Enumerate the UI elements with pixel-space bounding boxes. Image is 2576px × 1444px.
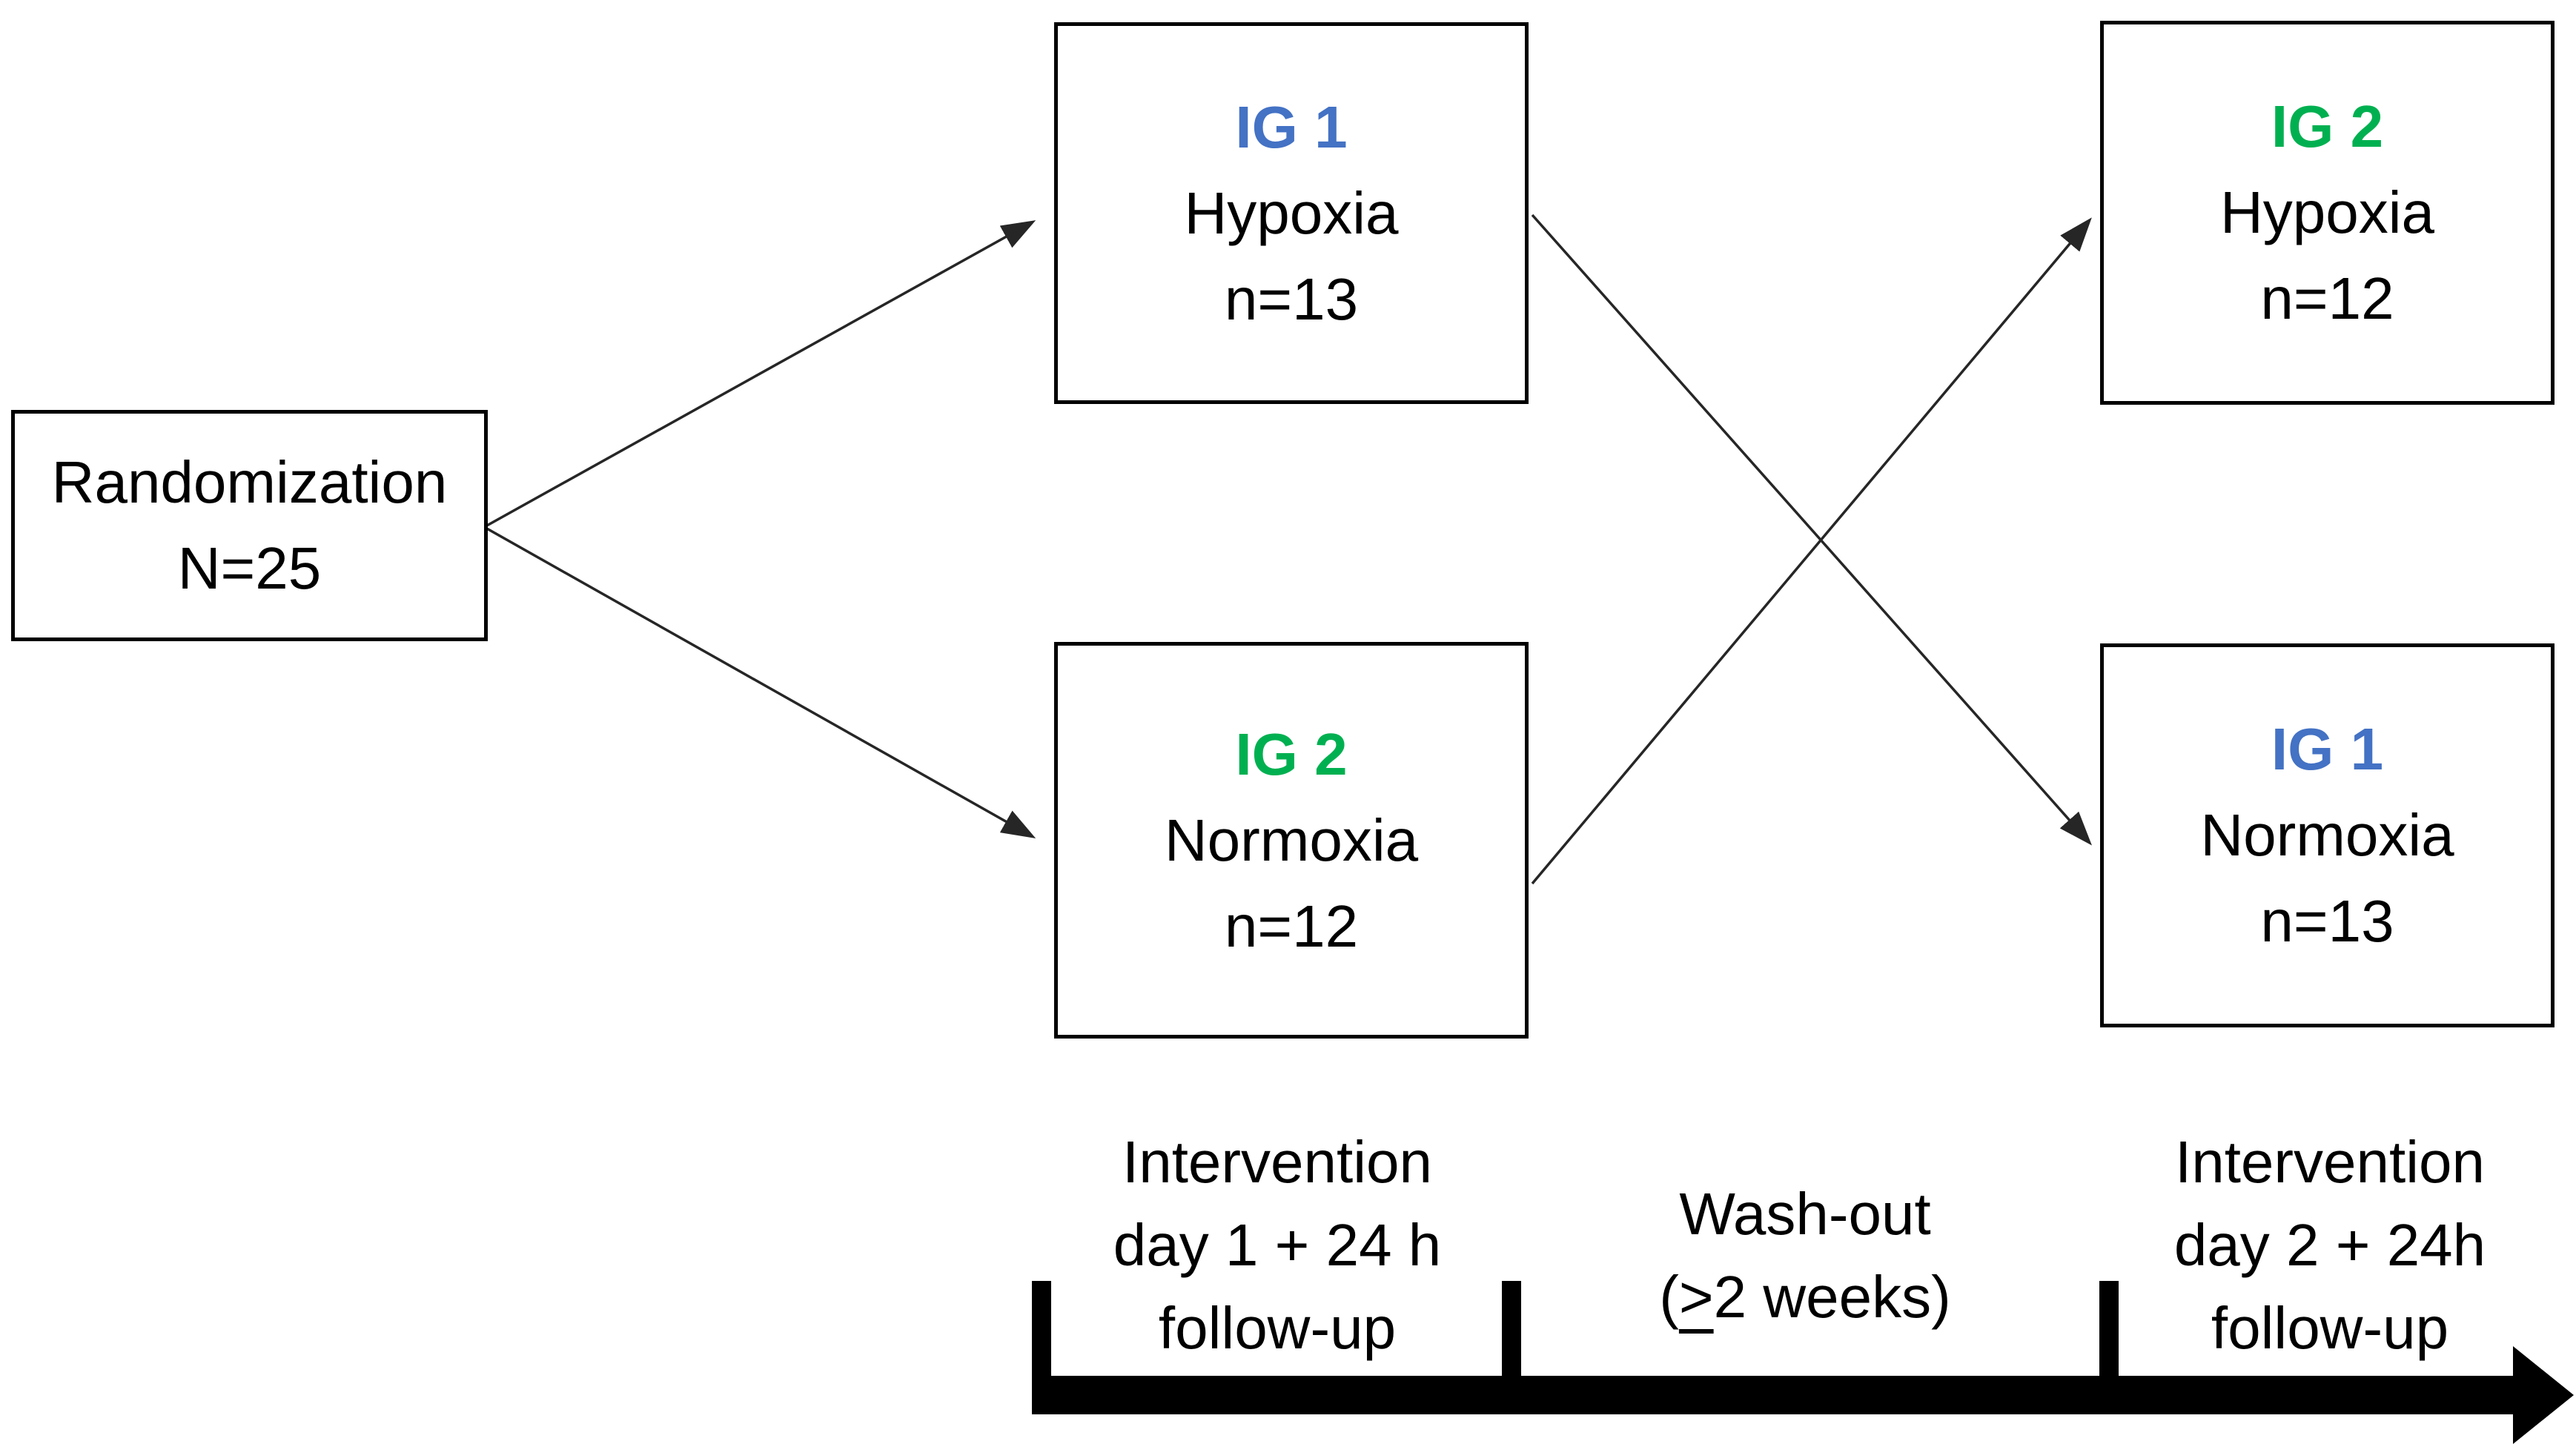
paren-open: ( [1659, 1264, 1679, 1330]
greater-equal-symbol: > [1678, 1264, 1714, 1330]
condition-label: Hypoxia [2219, 179, 2435, 245]
timeline-arrowhead-icon [2513, 1346, 2574, 1444]
group-label-ig2: IG 2 [1235, 721, 1348, 787]
timeline-label-line: Intervention [2174, 1129, 2486, 1195]
period1-hypoxia-box: IG 1 Hypoxia n=13 [1054, 22, 1529, 404]
period1-normoxia-box: IG 2 Normoxia n=12 [1054, 642, 1529, 1039]
randomization-label: Randomization [51, 449, 448, 515]
group-label-ig2: IG 2 [2271, 93, 2384, 159]
arrow-randomization-to-ig2-normoxia [485, 526, 1036, 838]
timeline-label-line: follow-up [2211, 1295, 2449, 1361]
timeline-label-line: (>2 weeks) [1564, 1256, 2046, 1339]
period2-hypoxia-box: IG 2 Hypoxia n=12 [2100, 21, 2555, 405]
washout-duration: 2 weeks) [1713, 1264, 1951, 1330]
timeline-label-line: day 1 + 24 h [1113, 1212, 1442, 1278]
sample-size-label: n=12 [2260, 265, 2394, 331]
period2-normoxia-box: IG 1 Normoxia n=13 [2100, 643, 2555, 1027]
timeline-label-line: day 2 + 24h [2173, 1212, 2486, 1278]
timeline-label-line: Wash-out [1679, 1181, 1931, 1247]
timeline-bar [1032, 1376, 2513, 1414]
timeline-label-intervention-day1: Intervention day 1 + 24 h follow-up [1036, 1121, 1518, 1370]
timeline-label-line: follow-up [1158, 1295, 1397, 1361]
randomization-n: N=25 [177, 535, 322, 601]
condition-label: Normoxia [2200, 802, 2454, 868]
timeline-label-line: Intervention [1122, 1129, 1433, 1195]
group-label-ig1: IG 1 [1235, 93, 1348, 160]
condition-label: Hypoxia [1184, 179, 1399, 246]
arrow-crossover-ig2-to-hypoxia [1531, 217, 2092, 885]
arrow-crossover-ig1-to-normoxia [1531, 213, 2092, 846]
timeline-label-intervention-day2: Intervention day 2 + 24h follow-up [2089, 1121, 2571, 1370]
arrow-randomization-to-ig1-hypoxia [485, 220, 1036, 528]
group-label-ig1: IG 1 [2271, 716, 2384, 782]
condition-label: Normoxia [1164, 807, 1419, 873]
timeline-label-washout: Wash-out (>2 weeks) [1564, 1173, 2046, 1339]
randomization-box: Randomization N=25 [11, 410, 488, 641]
sample-size-label: n=13 [2260, 888, 2394, 954]
sample-size-label: n=13 [1224, 265, 1359, 332]
sample-size-label: n=12 [1224, 892, 1359, 959]
